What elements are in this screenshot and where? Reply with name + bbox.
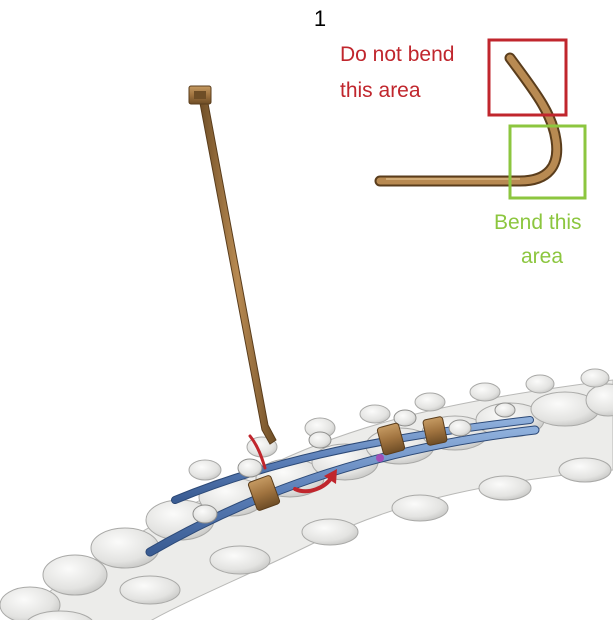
- bending-tool: [189, 86, 276, 444]
- bent-rod-example: [380, 58, 557, 181]
- no-bend-label-line1: Do not bend: [340, 43, 454, 67]
- bend-label-line1: Bend this: [494, 211, 582, 235]
- set-screw-marker: [376, 454, 384, 462]
- step-number: 1: [300, 6, 340, 31]
- spine-vertebrae: [0, 369, 613, 620]
- bend-label-line2: area: [521, 245, 563, 269]
- bend-area-box: [510, 126, 585, 198]
- no-bend-label-line2: this area: [340, 79, 421, 103]
